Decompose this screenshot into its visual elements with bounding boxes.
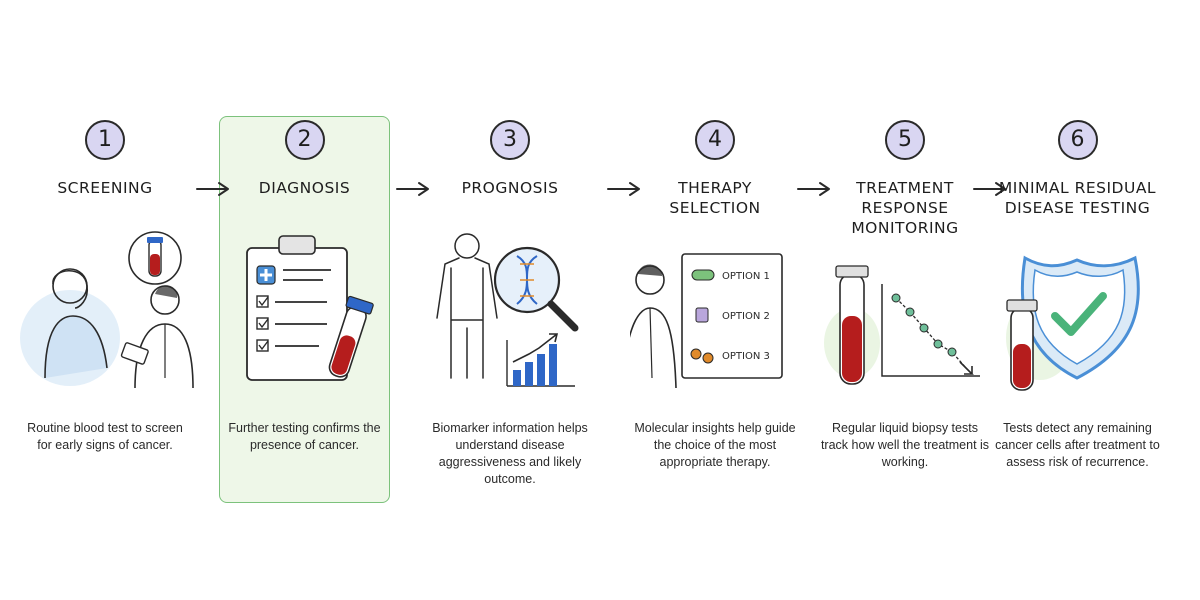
doctor-patient-illustration [20, 231, 194, 389]
step-title: MINIMAL RESIDUAL DISEASE TESTING [998, 179, 1157, 217]
step-therapy-selection: 4 THERAPY SELECTION OPTION 1 OPTION 2 OP… [630, 0, 800, 600]
doctor-options-illustration: OPTION 1 OPTION 2 OPTION 3 [630, 253, 783, 389]
body-dna-illustration [436, 233, 579, 387]
step-title: DIAGNOSIS [258, 179, 351, 197]
step-minimal-residual-disease-testing: 6 MINIMAL RESIDUAL DISEASE TESTING Tests… [995, 0, 1160, 600]
therapy-option-label: OPTION 3 [722, 351, 770, 362]
step-description: Biomarker information helps understand d… [432, 421, 588, 486]
arrow-right-icon [797, 182, 830, 196]
therapy-option-label: OPTION 1 [722, 271, 770, 282]
arrow-right-icon [396, 182, 429, 196]
step-description: Further testing confirms the presence of… [228, 421, 381, 452]
step-number: 1 [85, 120, 125, 160]
step-description: Routine blood test to screen for early s… [27, 421, 183, 452]
step-title: SCREENING [57, 179, 153, 197]
step-treatment-response-monitoring: 5 TREATMENT RESPONSE MONITORING Regular … [820, 0, 990, 600]
step-prognosis: 3 PROGNOSIS Biomarker information helps … [425, 0, 595, 600]
arrow-right-icon [196, 182, 229, 196]
step-number: 3 [490, 120, 530, 160]
step-title: THERAPY SELECTION [669, 179, 761, 217]
step-screening: 1 SCREENING Routine blood test to screen… [15, 0, 195, 600]
step-description: Molecular insights help guide the choice… [634, 421, 796, 469]
step-title: TREATMENT RESPONSE MONITORING [851, 179, 959, 237]
step-diagnosis: 2 DIAGNOSIS Further testing confirms [219, 0, 390, 600]
step-number: 5 [885, 120, 925, 160]
step-number: 4 [695, 120, 735, 160]
arrow-right-icon [607, 182, 640, 196]
step-number: 6 [1057, 120, 1098, 160]
step-number: 2 [284, 120, 325, 160]
arrow-right-icon [973, 182, 1006, 196]
step-title: PROGNOSIS [461, 179, 559, 197]
tube-trend-illustration [824, 265, 980, 385]
step-description: Regular liquid biopsy tests track how we… [820, 421, 990, 469]
shield-check-illustration [1006, 255, 1140, 391]
therapy-option-label: OPTION 2 [722, 311, 770, 322]
clipboard-illustration [246, 235, 374, 381]
step-description: Tests detect any remaining cancer cells … [995, 421, 1160, 469]
